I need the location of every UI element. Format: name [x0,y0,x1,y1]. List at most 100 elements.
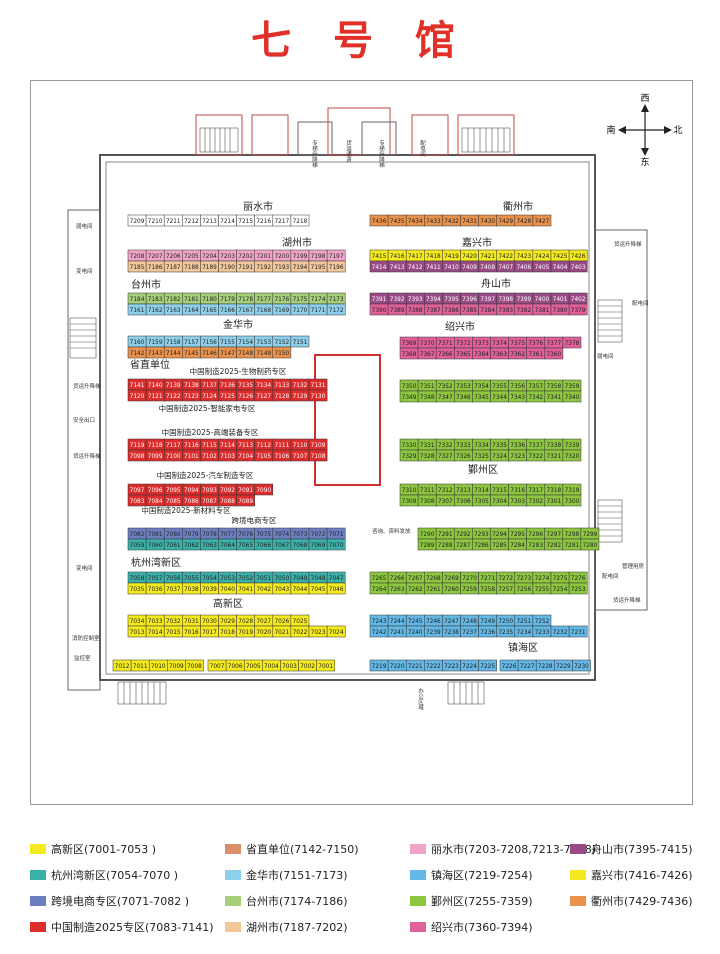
booth-number: 7133 [274,383,289,389]
left-annex [67,209,101,691]
booth-number: 7052 [238,576,253,582]
booth-cell[interactable] [272,346,292,359]
legend-swatch [570,844,586,854]
booth-number: 7223 [444,664,459,670]
booth-number: 7342 [528,395,543,401]
legend-swatch [410,922,426,932]
booth-cell[interactable] [544,347,564,360]
booth-number: 7068 [293,543,308,549]
booth-number: 7211 [166,219,181,225]
booth-number: 7287 [456,543,471,549]
booth-number: 7006 [228,664,243,670]
booth-number: 7306 [456,499,471,505]
booth-number: 7190 [220,265,235,271]
booth-number: 7377 [546,341,561,347]
booth-number: 7154 [238,340,253,346]
booth-cell[interactable] [562,336,582,349]
booth-number: 7114 [220,443,235,449]
booth-cell[interactable] [572,659,591,672]
region-label-shaoxing: 绍兴市 [445,320,475,333]
booth-number: 7046 [329,587,344,593]
booth-cell[interactable] [568,625,588,638]
booth-cell[interactable] [580,538,600,551]
booth-cell[interactable] [254,483,274,496]
booth-number: 7244 [390,619,405,625]
booth-number: 7358 [546,384,561,390]
booth-cell[interactable] [568,582,588,595]
compass-north-label: 北 [673,125,682,136]
booth-number: 7016 [184,630,199,636]
facility-label: 配电间 [602,572,619,580]
booth-number: 7263 [390,587,405,593]
legend-swatch [570,870,586,880]
booth-cell[interactable] [290,335,310,348]
booth-number: 7321 [546,454,561,460]
booth-number: 7255 [535,587,550,593]
booth-number: 7067 [274,543,289,549]
booth-number: 7366 [438,352,453,358]
booth-cell[interactable] [326,538,346,551]
booth-number: 7367 [420,352,435,358]
booth-number: 7303 [510,499,525,505]
booth-number: 7293 [474,532,489,538]
legend: 高新区(7001-7053 )省直单位(7142-7150)丽水市(7203-7… [30,840,710,950]
legend-item: 省直单位(7142-7150) [225,840,359,858]
booth-number: 7248 [462,619,477,625]
booth-number: 7091 [238,488,253,494]
facility-label: 咨询、资料发放 [372,527,411,535]
booth-cell[interactable] [185,659,204,672]
booth-cell[interactable] [326,260,346,273]
booth-cell[interactable] [562,494,582,507]
legend-item: 嘉兴市(7416-7426) [570,866,693,884]
booth-cell[interactable] [562,390,582,403]
top-room-7 [457,114,515,156]
booth-number: 7033 [148,619,163,625]
booth-cell[interactable] [316,659,335,672]
booth-number: 7032 [166,619,181,625]
booth-number: 7066 [256,543,271,549]
booth-number: 7347 [438,395,453,401]
booth-number: 7221 [408,664,423,670]
stairs-right-1 [597,299,623,343]
booth-cell[interactable] [308,449,328,462]
booth-number: 7245 [408,619,423,625]
booth-number: 7040 [220,587,235,593]
booth-cell[interactable] [478,659,497,672]
booth-number: 7084 [148,499,163,505]
booth-number: 7290 [420,532,435,538]
booth-cell[interactable] [326,625,346,638]
booth-cell[interactable] [326,303,346,316]
booth-cell[interactable] [532,214,552,227]
booth-number: 7148 [238,351,253,357]
booth-number: 7093 [202,488,217,494]
legend-item: 丽水市(7203-7208,7213-7218) [410,840,596,858]
booth-number: 7038 [184,587,199,593]
booth-number: 7182 [166,297,181,303]
booth-number: 7096 [148,488,163,494]
booth-cell[interactable] [290,214,310,227]
booth-number: 7343 [510,395,525,401]
booth-number: 7435 [390,219,405,225]
region-label-zhoushan: 舟山市 [481,277,511,290]
booth-number: 7170 [293,308,308,314]
facility-label: 弱电间 [597,352,614,360]
booth-cell[interactable] [562,449,582,462]
booth-number: 7055 [184,576,199,582]
booth-number: 7250 [498,619,513,625]
booth-number: 7237 [462,630,477,636]
booth-number: 7118 [148,443,163,449]
booth-cell[interactable] [308,389,328,402]
booth-number: 7407 [498,265,513,271]
booth-cell[interactable] [568,260,588,273]
booth-cell[interactable] [236,494,255,507]
booth-number: 7315 [492,488,507,494]
booth-cell[interactable] [568,303,588,316]
booth-number: 7056 [166,576,181,582]
booth-number: 7384 [480,308,495,314]
booth-number: 7289 [420,543,435,549]
booth-number: 7109 [311,443,326,449]
booth-cell[interactable] [326,582,346,595]
legend-swatch [30,844,46,854]
booth-number: 7131 [311,383,326,389]
booth-number: 7243 [372,619,387,625]
